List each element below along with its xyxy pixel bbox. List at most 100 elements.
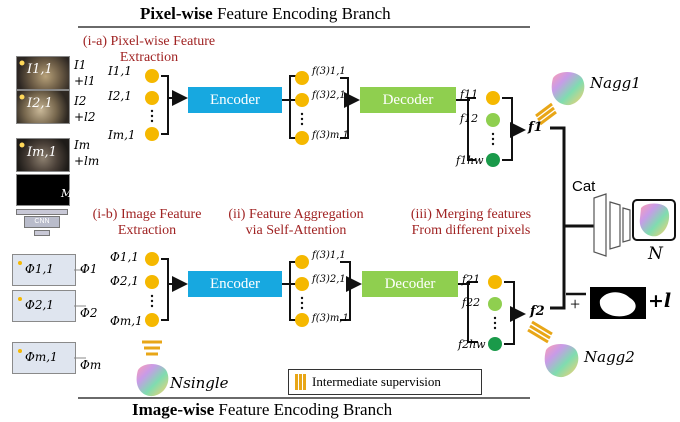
input-image-1 [16, 56, 70, 90]
phi-label-1: Φ1,1 [25, 262, 54, 276]
top-feat-label-m: f(3)m,1 [312, 130, 349, 141]
annotation-ib: (i-b) Image Feature Extraction [82, 207, 212, 239]
supervision-top [535, 102, 557, 126]
bot-out-label-1: f21 [462, 273, 481, 286]
annotation-iii: (iii) Merging features From different pi… [398, 207, 544, 239]
light-label-ma: Im [74, 138, 91, 152]
supervision-single [142, 340, 162, 356]
n-agg-top-label: Nagg1 [590, 74, 641, 92]
phi-side-1: Φ1 [80, 262, 98, 276]
top-feat-label-2: f(3)2,1 [312, 90, 346, 101]
phi-ticks [74, 269, 86, 359]
phi-side-2: Φ2 [80, 306, 98, 320]
dot-bot-mid-2 [295, 277, 309, 291]
annotation-iii-line2: From different pixels [411, 223, 531, 238]
mask-silhouette [599, 292, 636, 317]
bracket-top-out-right [502, 97, 524, 161]
top-out-label-hw: f1hw [456, 154, 484, 167]
dot-bot-in-1 [145, 252, 159, 266]
dot-bot-mid-m [295, 313, 309, 327]
cat-label: Cat [572, 178, 596, 195]
cnn-label: CNN [24, 216, 60, 228]
light-label-mb: +lm [74, 154, 100, 168]
bot-feat-label-2: f(3)2,1 [312, 274, 346, 285]
bot-out-label-hw: f2hw [458, 338, 486, 351]
legend: Intermediate supervision [288, 369, 482, 395]
normal-map-agg1 [551, 72, 585, 106]
phi-box-1 [12, 254, 76, 286]
top-merged-label: f1 [528, 120, 543, 135]
dot-top-mid-2 [295, 93, 309, 107]
phi-box-m [12, 342, 76, 374]
decoder-top: Decoder [360, 87, 456, 113]
dot-top-mid-1 [295, 71, 309, 85]
output-n-label: N [648, 244, 663, 264]
thumb-label-2: I2,1 [27, 96, 53, 111]
cnn-layer-top [16, 209, 68, 215]
light-label-2b: +l2 [74, 110, 96, 124]
annotation-ia-line1: (i-a) Pixel-wise Feature [82, 34, 216, 49]
thumb-label-1: I1,1 [27, 62, 53, 77]
dot-bot-in-2 [145, 275, 159, 289]
encoder-top: Encoder [188, 87, 282, 113]
bot-merged-label: f2 [530, 304, 545, 319]
bottom-title: Image-wise Feature Encoding Branch [132, 400, 392, 420]
top-input-dots [145, 69, 159, 141]
bottom-out-dots [488, 275, 502, 351]
bot-in-label-1: Φ1,1 [110, 250, 139, 264]
dot-top-in-1 [145, 69, 159, 83]
annotation-ia-line2: Extraction [119, 50, 179, 65]
bot-in-label-2: Φ2,1 [110, 274, 139, 288]
output-normal-map [639, 203, 670, 237]
top-title-bold: Pixel-wise [140, 4, 213, 23]
bot-out-label-2: f22 [462, 296, 481, 309]
bracket-bot-in [161, 258, 186, 321]
dot-bot-out-2 [488, 297, 502, 311]
dot-top-in-m [145, 127, 159, 141]
input-image-m [16, 138, 70, 172]
phi-label-m: Φm,1 [25, 350, 58, 364]
mask-image [16, 174, 70, 206]
legend-label: Intermediate supervision [312, 374, 441, 389]
annotation-iii-line1: (iii) Merging features [410, 207, 532, 222]
bracket-top-in [161, 75, 186, 135]
top-out-label-2: f12 [460, 112, 479, 125]
top-out-label-1: f11 [460, 88, 479, 101]
phi-side-m: Φm [80, 358, 102, 372]
dot-bot-out-hw [488, 337, 502, 351]
annotation-ib-line1: (i-b) Image Feature [92, 207, 202, 222]
encoder-bottom: Encoder [188, 271, 282, 297]
top-in-label-m: Im,1 [108, 128, 136, 142]
light-label-1a: I1 [74, 58, 87, 72]
plus-sign: + [570, 294, 581, 314]
annotation-ii-line1: (ii) Feature Aggregation [228, 207, 364, 222]
bracket-bot-out-left [467, 281, 478, 343]
top-title-rest: Feature Encoding Branch [212, 4, 391, 23]
cat-decoder [593, 193, 631, 257]
dot-top-in-2 [145, 91, 159, 105]
annotation-ii-line2: via Self-Attention [245, 223, 347, 238]
dot-top-mid-m [295, 131, 309, 145]
bottom-mid-dots [295, 255, 309, 327]
bracket-top-mid-left [289, 75, 302, 139]
thumb-label-m: Im,1 [27, 145, 57, 160]
n-agg-bottom-label: Nagg2 [584, 348, 635, 366]
bracket-bot-out-right [504, 281, 524, 345]
dot-bot-in-m [145, 313, 159, 327]
annotation-ii: (ii) Feature Aggregation via Self-Attent… [214, 207, 378, 239]
legend-symbol [295, 374, 306, 390]
dot-top-out-1 [486, 91, 500, 105]
normal-map-agg2 [544, 344, 579, 378]
n-single-label: Nsingle [170, 374, 229, 392]
dot-bot-out-1 [488, 275, 502, 289]
dot-top-out-2 [486, 113, 500, 127]
top-title: Pixel-wise Feature Encoding Branch [140, 4, 391, 24]
light-label-2a: I2 [74, 94, 87, 108]
input-image-2 [16, 90, 70, 124]
dot-top-out-hw [486, 153, 500, 167]
top-in-label-1: I1,1 [108, 64, 132, 78]
cnn-stack: CNN [16, 209, 68, 237]
top-in-label-2: I2,1 [108, 89, 132, 103]
supervision-bottom [527, 320, 553, 344]
